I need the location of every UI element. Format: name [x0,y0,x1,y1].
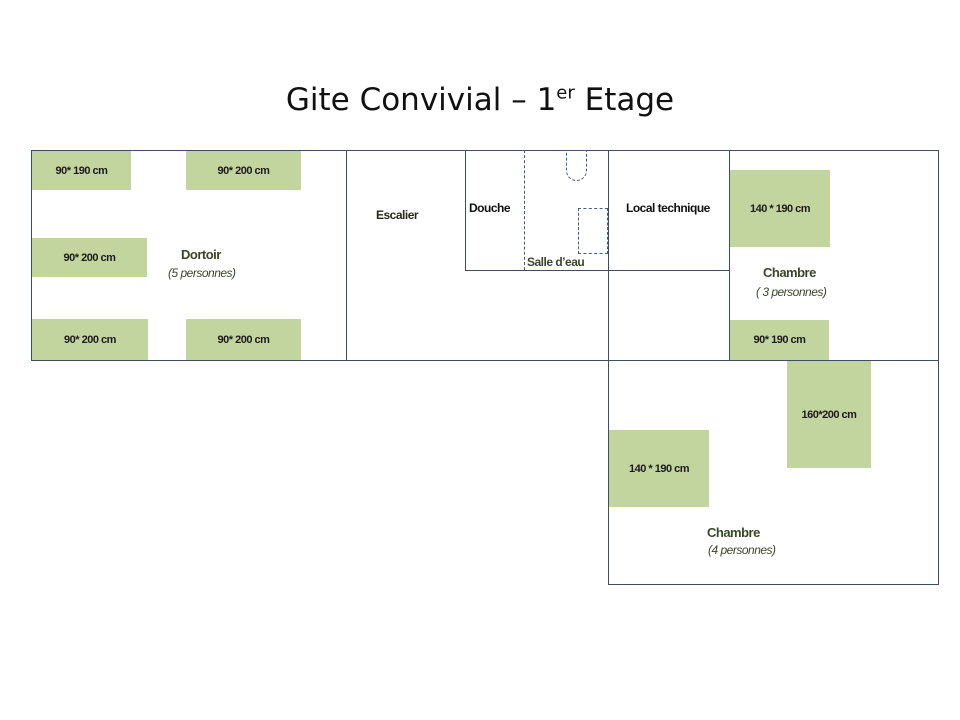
bed: 90* 200 cm [186,319,301,360]
chambre-4-room [608,360,939,585]
salle-eau-label: Salle d’eau [527,255,585,269]
dortoir-occupancy: (5 personnes) [168,266,236,280]
bed: 90* 200 cm [32,319,148,360]
local-technique-wall [608,270,730,272]
chambre-4-label: Chambre [707,525,760,540]
bed: 140 * 190 cm [609,430,709,507]
chambre-3-label: Chambre [763,265,816,280]
douche-divider [524,150,525,270]
page-title: Gite Convivial – 1er Etage [285,82,675,118]
local-technique-room [608,150,730,361]
chambre-3-occupancy: ( 3 personnes) [756,285,827,299]
toilet-icon [566,150,587,181]
local-technique-label: Local technique [626,201,710,215]
bed: 160*200 cm [787,361,871,468]
bed: 90* 200 cm [32,238,147,277]
douche-label: Douche [469,201,511,215]
escalier-label: Escalier [376,208,419,222]
bed: 90* 190 cm [32,151,131,190]
bed: 90* 200 cm [186,151,301,190]
bed: 140 * 190 cm [730,170,830,247]
sink-icon [578,208,608,254]
bed: 90* 190 cm [730,320,829,360]
chambre-4-occupancy: (4 personnes) [708,543,776,557]
dortoir-label: Dortoir [181,247,221,262]
